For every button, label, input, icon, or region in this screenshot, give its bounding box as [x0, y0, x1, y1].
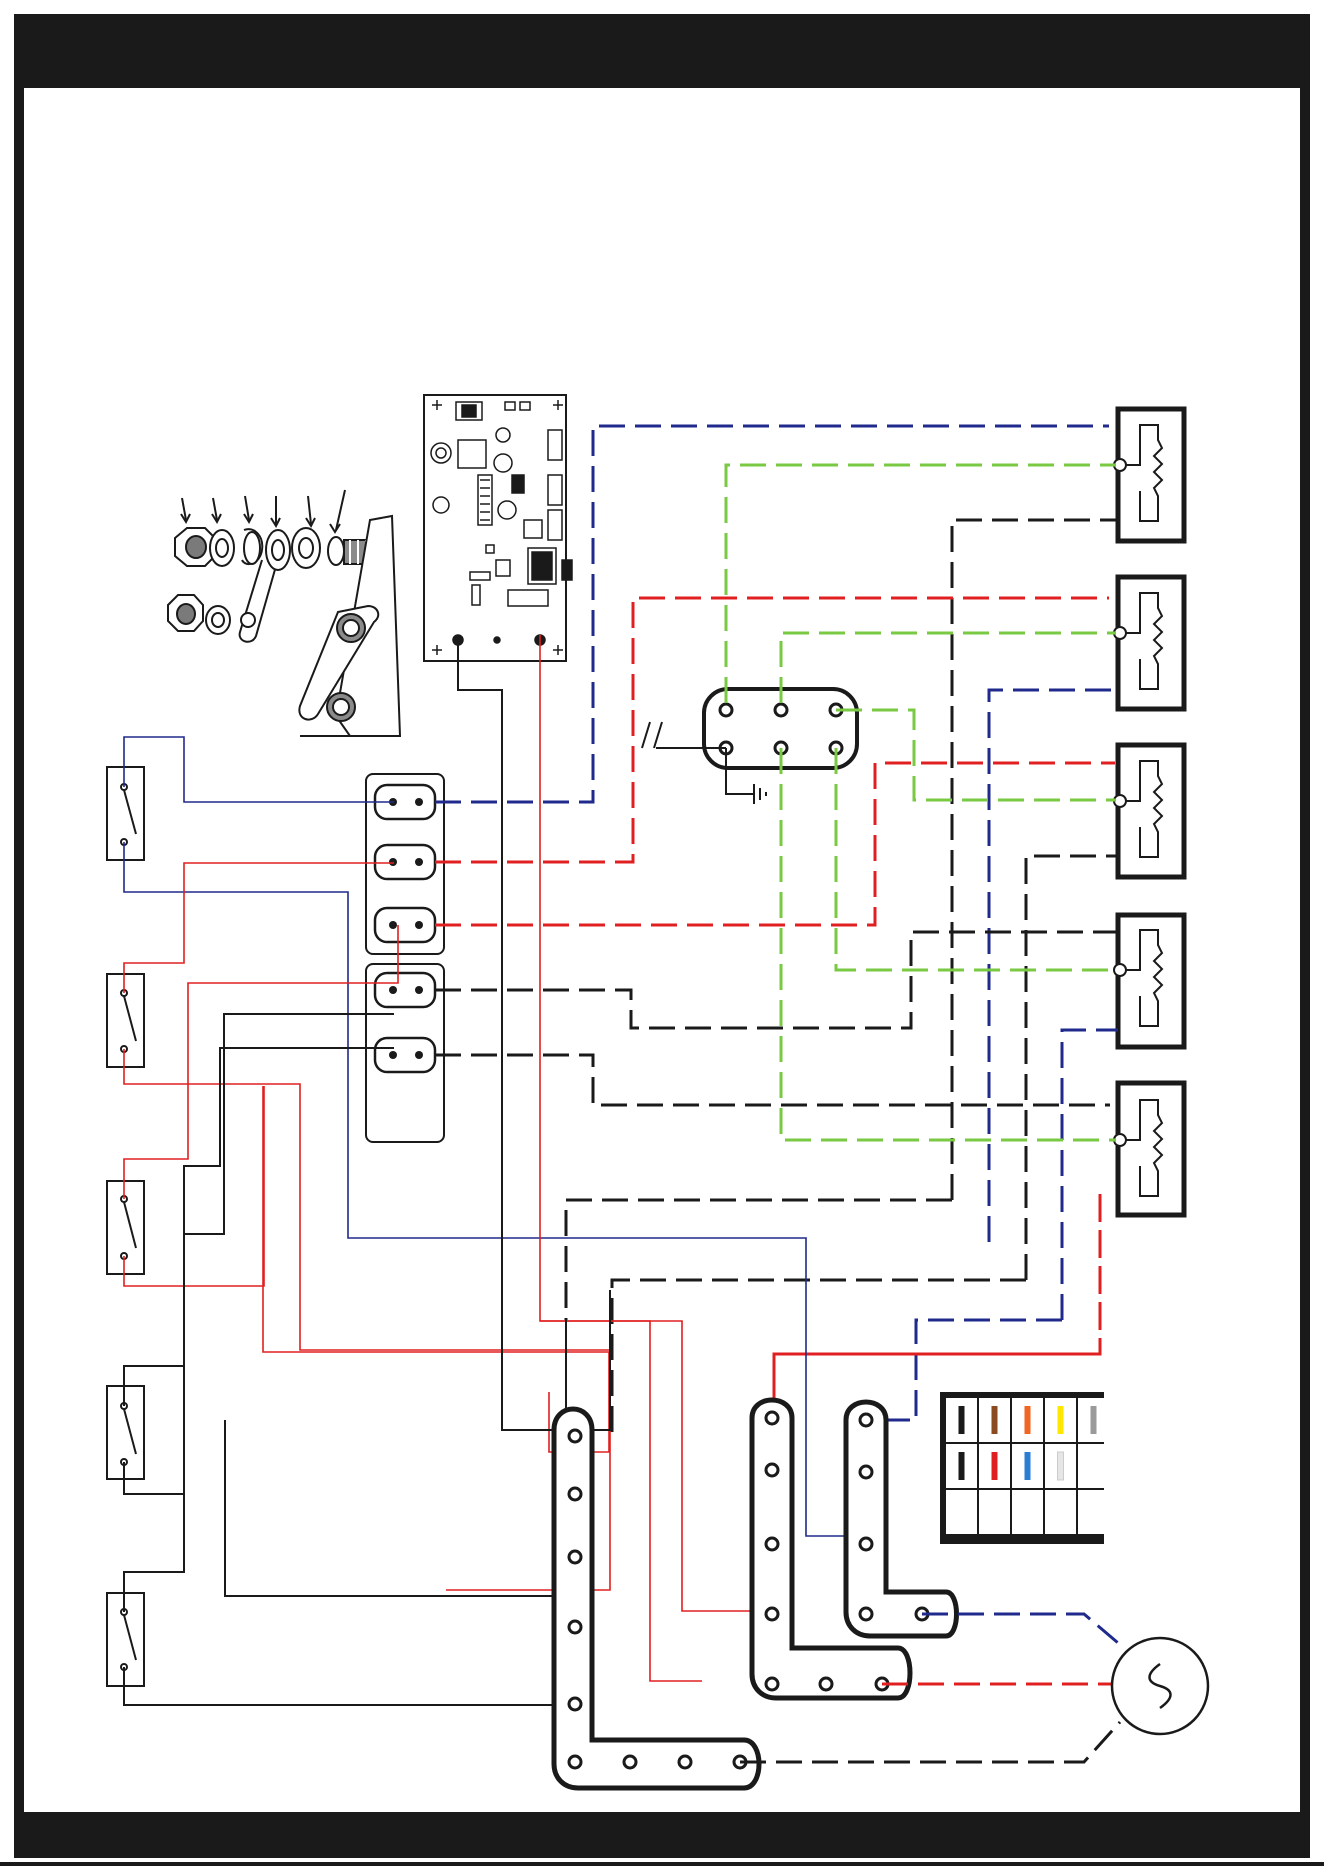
element-1 — [1114, 409, 1184, 541]
right-terminal-comb — [846, 1402, 957, 1636]
legend-swatch — [992, 1452, 998, 1480]
legend-swatch — [959, 1406, 965, 1434]
legend-cell — [979, 1490, 1010, 1534]
switch-4 — [107, 1386, 144, 1479]
switch-2 — [107, 974, 144, 1067]
legend-swatch — [1091, 1406, 1097, 1434]
wire-color-legend — [940, 1392, 1109, 1544]
element-3 — [1114, 745, 1184, 877]
legend-swatch — [959, 1452, 965, 1480]
legend-cell — [1078, 1490, 1109, 1534]
switch-1 — [107, 767, 144, 860]
element-2 — [1114, 577, 1184, 709]
terminal-block-bottom — [366, 964, 444, 1142]
element-4 — [1114, 915, 1184, 1047]
terminal-hardware-illustration — [168, 490, 400, 736]
legend-swatch — [1025, 1452, 1031, 1480]
control-pcb — [424, 395, 572, 661]
legend-swatch — [1058, 1452, 1064, 1480]
switch-3 — [107, 1181, 144, 1274]
legend-swatch — [1025, 1406, 1031, 1434]
legend-cell — [1045, 1490, 1076, 1534]
terminal-block-top — [366, 774, 444, 954]
left-terminal-comb — [554, 1409, 759, 1788]
element-5 — [1114, 1083, 1184, 1215]
legend-cell — [946, 1490, 977, 1534]
legend-swatch — [1058, 1406, 1064, 1434]
legend-cell — [1012, 1490, 1043, 1534]
legend-swatch — [992, 1406, 998, 1434]
ac-source — [1112, 1638, 1208, 1734]
legend-cell — [1078, 1444, 1109, 1488]
switch-5 — [107, 1593, 144, 1686]
